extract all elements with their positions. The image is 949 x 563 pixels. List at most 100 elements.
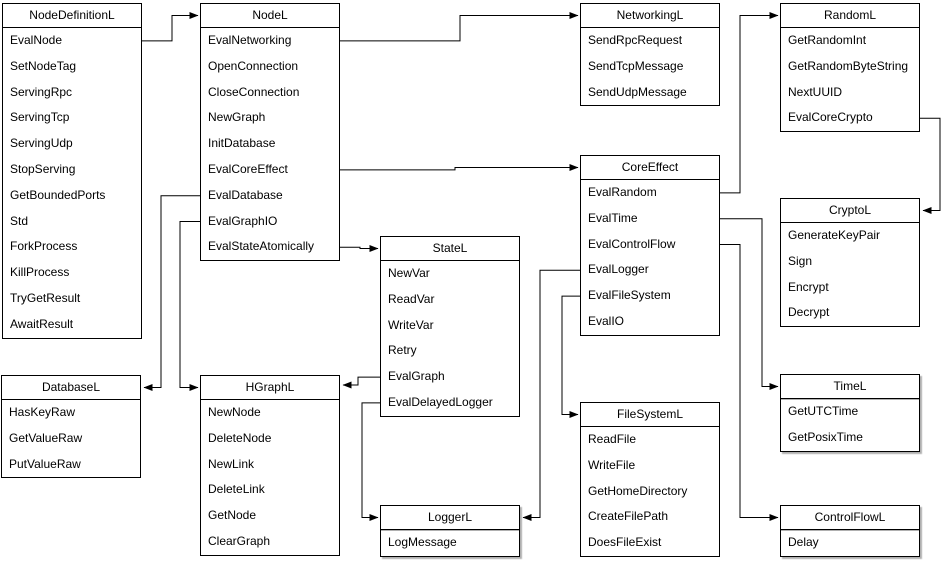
method-item: GetValueRaw <box>9 430 83 445</box>
method-item: EvalDatabase <box>208 187 283 202</box>
method-item: CreateFilePath <box>588 509 669 524</box>
method-item: SendUdpMessage <box>588 84 687 99</box>
method-item: NewLink <box>208 456 255 471</box>
method-item: OpenConnection <box>208 58 299 73</box>
edge-evalcoreeffect-coreeffect <box>340 164 579 171</box>
class-box-timel: TimeL GetUTCTime GetPosixTime <box>780 374 920 452</box>
edge-evaldatabase-databasel <box>143 195 200 391</box>
box-title: HGraphL <box>201 376 339 400</box>
method-item: KillProcess <box>10 265 70 280</box>
method-item: TryGetResult <box>10 290 81 305</box>
box-title: NodeDefinitionL <box>3 4 141 28</box>
edge-evalgraph-hgraphl <box>342 376 380 389</box>
edge-evalfilesystem-filesysteml <box>561 295 580 418</box>
method-item: Retry <box>388 343 417 358</box>
method-item: NextUUID <box>788 84 843 99</box>
method-item: EvalCoreCrypto <box>788 110 873 125</box>
method-item: CloseConnection <box>208 84 300 99</box>
class-box-filesysteml: FileSystemL ReadFile WriteFile GetHomeDi… <box>580 402 720 557</box>
class-box-controlflowl: ControlFlowL Delay <box>780 505 920 557</box>
method-item: ServingUdp <box>10 136 73 151</box>
edge-evallogger-loggerl <box>522 269 580 521</box>
method-item: SendTcpMessage <box>588 58 684 73</box>
box-title: NetworkingL <box>581 4 719 28</box>
class-box-coreeffect: CoreEffect EvalRandom EvalTime EvalContr… <box>580 155 720 336</box>
method-item: GetRandomInt <box>788 33 867 47</box>
method-item: GenerateKeyPair <box>788 228 881 242</box>
method-item: EvalLogger <box>588 262 649 277</box>
method-item: InitDatabase <box>208 136 276 151</box>
method-item: DeleteLink <box>208 482 265 497</box>
box-title: StateL <box>381 237 519 261</box>
method-item: ServingRpc <box>10 84 73 99</box>
method-item: EvalNetworking <box>208 33 292 47</box>
class-box-nodel: NodeL EvalNetworking OpenConnection Clos… <box>200 3 340 262</box>
edge-evaltime-timel <box>720 218 779 390</box>
box-title: ControlFlowL <box>781 506 919 530</box>
edge-evalcontrolflow-controlflowl <box>720 244 779 521</box>
method-item: ServingTcp <box>10 110 70 125</box>
box-title: TimeL <box>781 375 919 399</box>
method-item: EvalCoreEffect <box>208 161 288 176</box>
method-item: LogMessage <box>388 535 457 549</box>
method-item: EvalFileSystem <box>588 288 671 303</box>
method-item: EvalGraph <box>388 369 445 384</box>
edge-evalgraphio-hgraphl <box>179 221 200 391</box>
box-title: CoreEffect <box>581 156 719 180</box>
edge-evaldelayedlogger-loggerl <box>361 402 380 521</box>
method-item: EvalDelayedLogger <box>388 394 493 409</box>
box-title: CryptoL <box>781 199 919 223</box>
class-box-networkingl: NetworkingL SendRpcRequest SendTcpMessag… <box>580 3 720 107</box>
method-item: EvalGraphIO <box>208 213 278 228</box>
method-item: GetRandomByteString <box>788 58 909 73</box>
method-item: WriteFile <box>588 457 636 472</box>
method-item: EvalControlFlow <box>588 236 676 251</box>
method-item: Std <box>10 213 29 228</box>
class-box-nodedefinitionl: NodeDefinitionL EvalNode SetNodeTag Serv… <box>2 3 142 339</box>
method-item: EvalIO <box>588 313 625 328</box>
method-item: GetPosixTime <box>788 429 863 444</box>
method-item: EvalRandom <box>588 185 657 199</box>
method-item: ReadFile <box>588 432 637 446</box>
method-item: NewNode <box>208 405 261 419</box>
method-item: ReadVar <box>388 291 435 306</box>
edge-evalnode-nodel <box>142 12 199 42</box>
edge-evalnetworking-networkingl <box>340 12 579 42</box>
method-item: ClearGraph <box>208 533 271 548</box>
box-title: LoggerL <box>381 506 519 530</box>
method-item: PutValueRaw <box>9 456 81 471</box>
method-item: GetHomeDirectory <box>588 483 688 498</box>
edge-evalcorecrypto-cryptol <box>920 117 941 214</box>
class-box-cryptol: CryptoL GenerateKeyPair Sign Encrypt Dec… <box>780 198 920 328</box>
box-title: NodeL <box>201 4 339 28</box>
method-item: GetUTCTime <box>788 404 859 418</box>
method-item: DoesFileExist <box>588 535 662 550</box>
method-item: EvalNode <box>10 33 63 47</box>
edge-evalstateatomically-statel <box>340 245 379 252</box>
method-item: WriteVar <box>388 317 434 332</box>
box-title: RandomL <box>781 4 919 28</box>
class-box-databasel: DatabaseL HasKeyRaw GetValueRaw PutValue… <box>1 375 141 479</box>
edge-evalrandom-randoml <box>720 12 779 194</box>
method-item: EvalTime <box>588 210 638 225</box>
method-item: DeleteNode <box>208 430 272 445</box>
class-box-randoml: RandomL GetRandomInt GetRandomByteString… <box>780 3 920 133</box>
method-item: AwaitResult <box>10 316 74 331</box>
method-item: Delay <box>788 535 819 549</box>
box-title: FileSystemL <box>581 403 719 427</box>
class-box-statel: StateL NewVar ReadVar WriteVar Retry Eva… <box>380 236 520 417</box>
class-box-hgraphl: HGraphL NewNode DeleteNode NewLink Delet… <box>200 375 340 556</box>
method-item: NewGraph <box>208 110 266 125</box>
method-item: ForkProcess <box>10 239 78 254</box>
method-item: HasKeyRaw <box>9 405 76 419</box>
method-item: GetBoundedPorts <box>10 187 106 202</box>
method-item: EvalStateAtomically <box>208 239 315 254</box>
method-item: SendRpcRequest <box>588 33 683 47</box>
method-item: Decrypt <box>788 305 830 320</box>
method-item: GetNode <box>208 508 257 523</box>
method-item: Sign <box>788 253 813 268</box>
method-item: NewVar <box>388 266 430 280</box>
method-item: Encrypt <box>788 279 829 294</box>
